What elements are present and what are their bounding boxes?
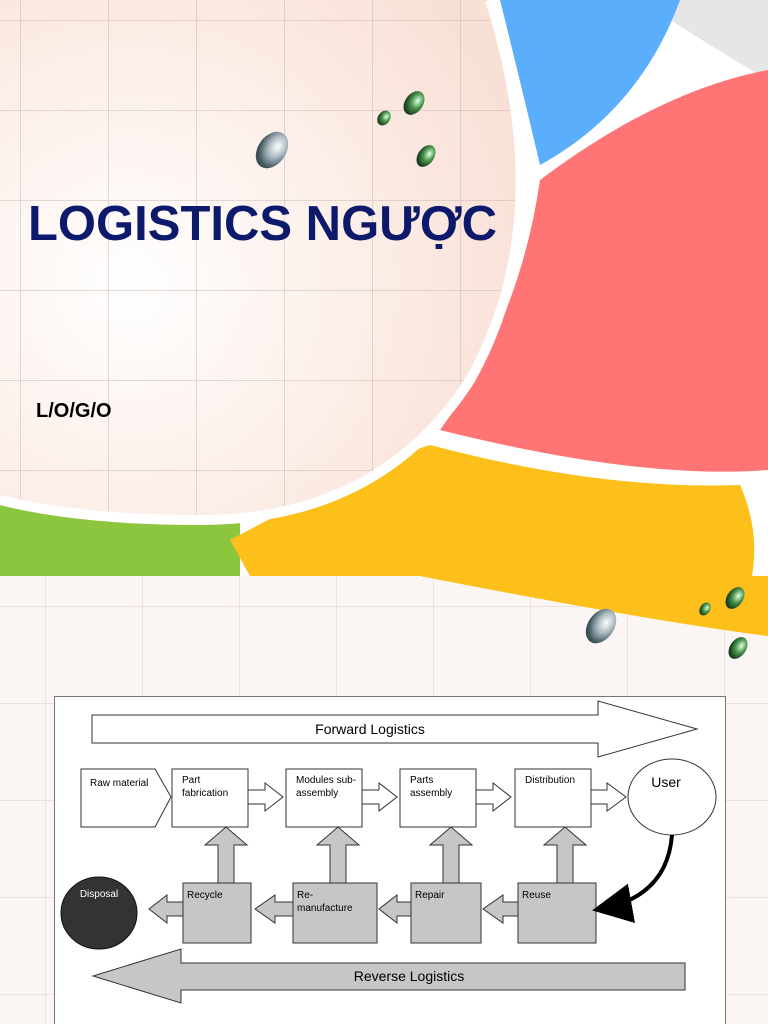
remanufacture-label-2: manufacture <box>297 903 353 914</box>
forward-logistics-label: Forward Logistics <box>315 721 425 737</box>
reverse-small-arrows <box>148 893 519 925</box>
modules-label-1: Modules sub- <box>296 775 356 786</box>
yellow-shape-top <box>0 576 768 636</box>
remanufacture-node <box>292 882 378 944</box>
slide-title: LOGISTICS NGƯỢC <box>28 197 498 251</box>
modules-label-2: assembly <box>296 788 338 799</box>
recycle-label: Recycle <box>187 890 223 901</box>
reuse-label: Reuse <box>522 890 551 901</box>
svg-text:Part fabrication: Part fabrication <box>182 775 228 799</box>
recycle-node <box>182 882 252 944</box>
svg-text:Re- manufacture: Re- manufacture <box>297 890 353 914</box>
part-fabrication-node <box>171 768 249 828</box>
red-shape <box>440 70 768 472</box>
parts-assembly-node <box>399 768 477 828</box>
title-slide: LOGISTICS NGƯỢC L/O/G/O <box>0 0 768 576</box>
user-label: User <box>651 774 681 790</box>
disposal-node <box>60 876 138 950</box>
repair-label: Repair <box>415 890 445 901</box>
user-to-reuse-arrow <box>592 834 674 924</box>
distribution-label: Distribution <box>525 775 575 786</box>
svg-text:Modules sub- assembly: Modules sub- assembly <box>296 775 359 799</box>
diagram-slide: Forward Logistics Raw material Part fabr… <box>0 576 768 1024</box>
svg-text:Parts assembly: Parts assembly <box>410 775 452 799</box>
slide1-background <box>0 0 768 576</box>
reverse-up-arrows <box>203 826 588 884</box>
logistics-diagram: Forward Logistics Raw material Part fabr… <box>54 696 726 1024</box>
raw-material-node <box>80 768 172 828</box>
logo-text: L/O/G/O <box>36 400 112 422</box>
parts-assembly-label-2: assembly <box>410 788 452 799</box>
repair-node <box>410 882 482 944</box>
raw-material-label: Raw material <box>90 778 148 789</box>
disposal-label: Disposal <box>80 889 118 900</box>
distribution-node <box>514 768 592 828</box>
part-fabrication-label-2: fabrication <box>182 788 228 799</box>
user-node <box>627 758 717 836</box>
reuse-node <box>517 882 597 944</box>
logistics-flowchart: Forward Logistics Raw material Part fabr… <box>60 700 717 1004</box>
reverse-logistics-arrow <box>91 948 686 1004</box>
forward-small-arrows <box>247 781 627 813</box>
blue-shape <box>500 0 680 165</box>
modules-node <box>285 768 363 828</box>
remanufacture-label-1: Re- <box>297 890 313 901</box>
part-fabrication-label-1: Part <box>182 775 201 786</box>
reverse-logistics-label: Reverse Logistics <box>354 968 465 984</box>
forward-logistics-arrow <box>91 700 699 758</box>
parts-assembly-label-1: Parts <box>410 775 433 786</box>
